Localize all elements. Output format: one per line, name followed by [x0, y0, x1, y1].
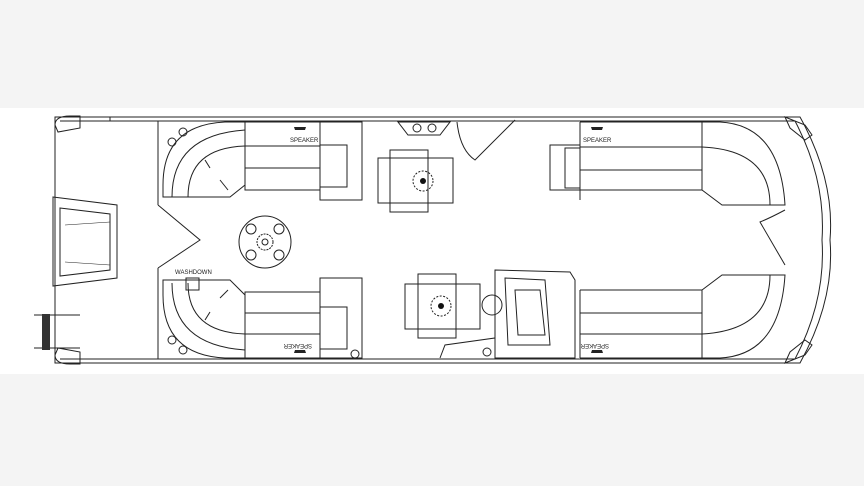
steering-wheel-icon: [481, 294, 503, 316]
speaker-label: SPEAKER: [290, 138, 319, 144]
speaker-icon: [294, 350, 306, 353]
bow-lounge-bottom: [579, 274, 786, 359]
speaker-label: SPEAKER: [583, 138, 612, 144]
speaker-icon: [294, 127, 306, 130]
washdown-label: WASHDOWN: [175, 270, 212, 276]
speaker-icon: [591, 350, 603, 353]
stern-platform: [52, 196, 118, 287]
speaker-label: SPEAKER: [580, 342, 609, 348]
speaker-icon: [591, 127, 603, 130]
boarding-ladder: [34, 314, 80, 350]
bow-lounge-top: [549, 121, 786, 206]
cup-holder-console: [396, 121, 452, 136]
stern-lounge-top: [162, 121, 363, 201]
table: [238, 215, 292, 269]
corner-cleats: [54, 115, 813, 365]
passenger-chair: [377, 149, 454, 213]
hull-outline: [54, 116, 832, 364]
stern-lounge-bottom: [162, 277, 363, 359]
captain-chair: [404, 273, 481, 339]
helm-console: [439, 269, 576, 359]
drawing-area: [0, 108, 864, 374]
rear-gate: [157, 204, 201, 269]
side-gate: [456, 119, 516, 161]
washdown-fixture: [185, 277, 200, 291]
speaker-label: SPEAKER: [283, 342, 312, 348]
bow-gate: [759, 209, 786, 266]
